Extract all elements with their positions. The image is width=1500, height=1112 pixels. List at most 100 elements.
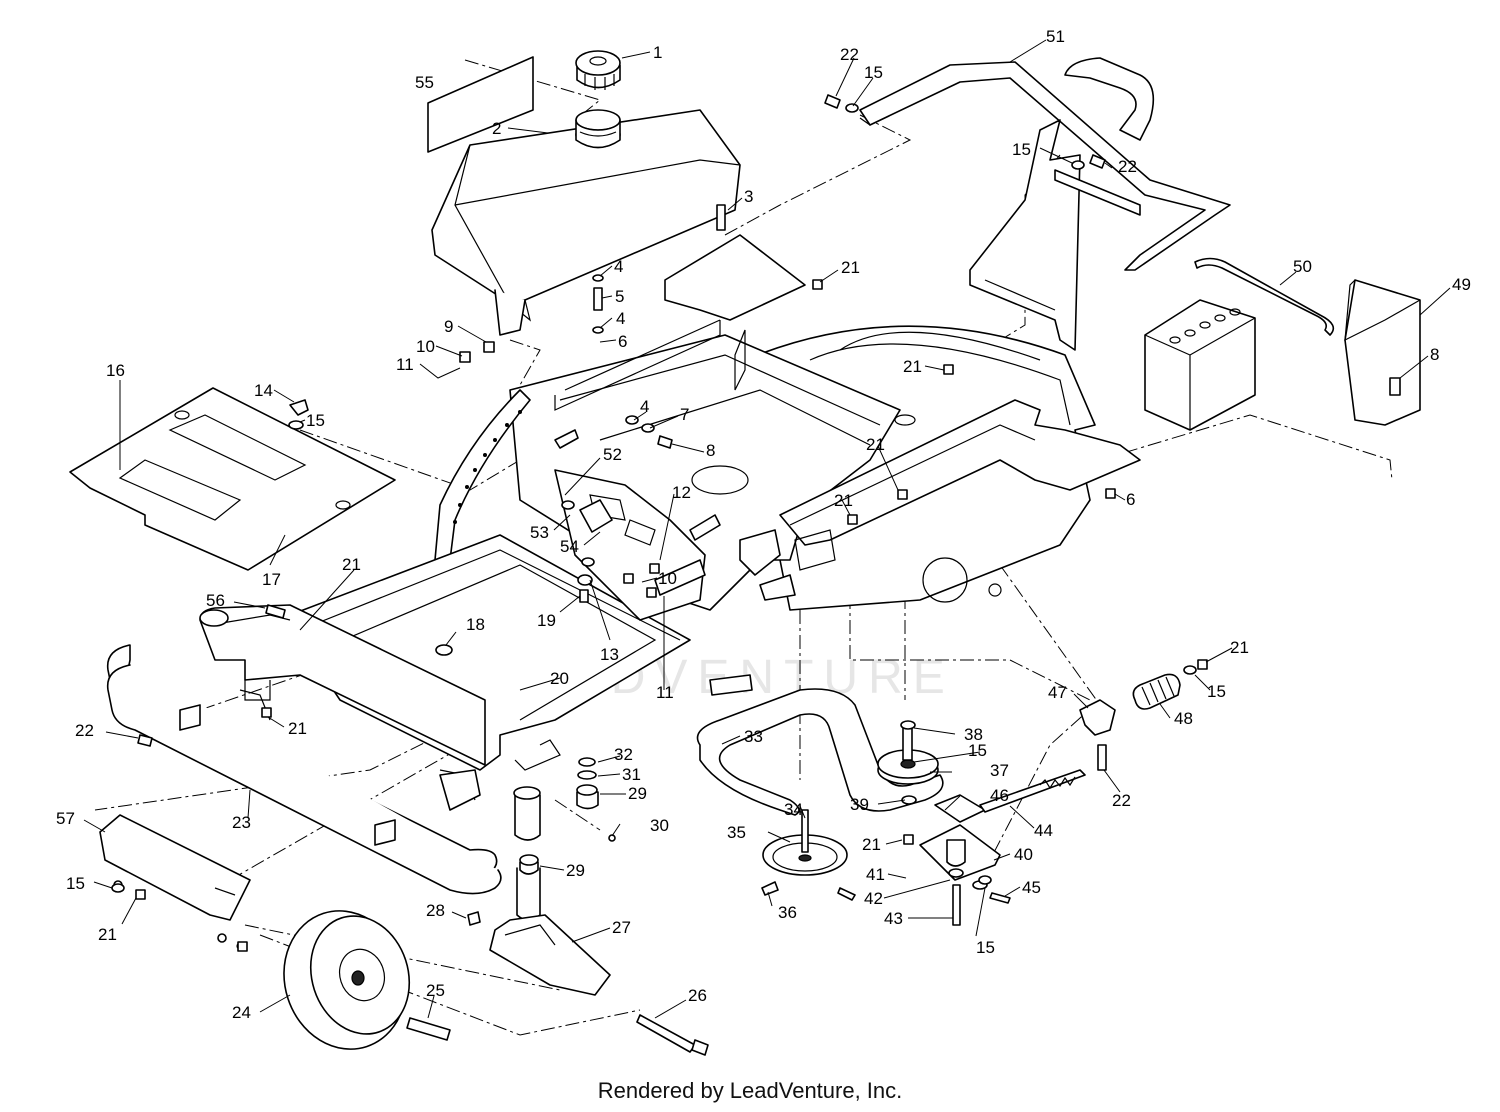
callout-6b: 6: [1126, 490, 1135, 509]
callout-23: 23: [232, 813, 251, 832]
callout-51: 51: [1046, 27, 1065, 46]
callout-24: 24: [232, 1003, 251, 1022]
callout-56: 56: [206, 591, 225, 610]
callout-57: 57: [56, 809, 75, 828]
seat-frame: [859, 57, 1231, 351]
spring-bracket: [1079, 699, 1116, 736]
callout-44: 44: [1034, 821, 1053, 840]
callout-9: 9: [444, 317, 453, 336]
callout-14: 14: [254, 381, 273, 400]
callout-34: 34: [784, 800, 803, 819]
leader-lines: [83, 39, 1451, 1019]
callout-39: 39: [850, 795, 869, 814]
callouts: 1 2 3 4 4 4 5 6 6 7 8 8 9 10 10 11 11 12…: [56, 27, 1471, 1022]
front-wheel: [283, 910, 411, 1050]
callout-5: 5: [615, 287, 624, 306]
fuel-tank: [431, 109, 741, 336]
callout-4c: 4: [640, 397, 649, 416]
callout-21i: 21: [98, 925, 117, 944]
callout-43: 43: [884, 909, 903, 928]
front-axle-frame: [199, 604, 486, 766]
axle-spacer: [406, 1017, 451, 1041]
callout-4b: 4: [616, 309, 625, 328]
callout-40: 40: [1014, 845, 1033, 864]
callout-33: 33: [744, 727, 763, 746]
callout-21g: 21: [1230, 638, 1249, 657]
callout-22b: 22: [1118, 157, 1137, 176]
battery: [1144, 299, 1256, 431]
callout-15c: 15: [306, 411, 325, 430]
spring: [1132, 673, 1181, 710]
callout-38: 38: [964, 725, 983, 744]
callout-30: 30: [650, 816, 669, 835]
callout-21f: 21: [288, 719, 307, 738]
idler-pulley: [877, 720, 939, 785]
fuel-cap: [575, 50, 621, 90]
callout-3: 3: [744, 187, 753, 206]
callout-15f: 15: [66, 874, 85, 893]
callout-48: 48: [1174, 709, 1193, 728]
callout-21d: 21: [834, 491, 853, 510]
lock-nut: [467, 911, 481, 926]
callout-21a: 21: [841, 258, 860, 277]
callout-15a: 15: [864, 63, 883, 82]
callout-8a: 8: [1430, 345, 1439, 364]
callout-11b: 11: [656, 683, 674, 702]
callout-1: 1: [653, 43, 662, 62]
callout-17: 17: [262, 570, 281, 589]
callout-21e: 21: [342, 555, 361, 574]
callout-22d: 22: [1112, 791, 1131, 810]
callout-53: 53: [530, 523, 549, 542]
deck-pulley: [762, 809, 848, 876]
callout-29b: 29: [566, 861, 585, 880]
front-shield: [99, 814, 251, 950]
callout-20: 20: [550, 669, 569, 688]
callout-7: 7: [680, 405, 689, 424]
caster-spindle: [489, 786, 611, 996]
callout-2: 2: [492, 119, 501, 138]
callout-18: 18: [466, 615, 485, 634]
hardware: [111, 94, 1401, 952]
battery-strap: [1194, 257, 1335, 336]
callout-42: 42: [864, 889, 883, 908]
callout-45: 45: [1022, 878, 1041, 897]
footer-credit: Rendered by LeadVenture, Inc.: [597, 1078, 903, 1103]
callout-36: 36: [778, 903, 797, 922]
callout-54: 54: [560, 537, 579, 556]
decal: [427, 56, 534, 153]
callout-29a: 29: [628, 784, 647, 803]
callout-41: 41: [866, 865, 885, 884]
callout-15g: 15: [976, 938, 995, 957]
axle-bolt: [636, 1014, 709, 1056]
callout-22c: 22: [75, 721, 94, 740]
callout-50: 50: [1293, 257, 1312, 276]
callout-21c: 21: [866, 435, 885, 454]
callout-4a: 4: [614, 257, 623, 276]
callout-10a: 10: [416, 337, 435, 356]
callout-26: 26: [688, 986, 707, 1005]
callout-49: 49: [1452, 275, 1471, 294]
tension-rod: [979, 769, 1086, 813]
floor-pan: [69, 387, 396, 571]
front-bumper: [106, 644, 502, 895]
callout-6a: 6: [618, 332, 627, 351]
callout-37: 37: [990, 761, 1009, 780]
callout-12: 12: [672, 483, 691, 502]
drive-belt: [696, 688, 944, 816]
callout-15b: 15: [1012, 140, 1031, 159]
callout-52: 52: [603, 445, 622, 464]
callout-47: 47: [1048, 683, 1067, 702]
callout-25: 25: [426, 981, 445, 1000]
callout-46: 46: [990, 786, 1009, 805]
callout-31: 31: [622, 765, 641, 784]
callout-21h: 21: [862, 835, 881, 854]
idler-arm: [919, 794, 1001, 926]
callout-16: 16: [106, 361, 125, 380]
callout-15e: 15: [968, 741, 987, 760]
callout-10b: 10: [658, 569, 677, 588]
callout-11a: 11: [396, 355, 414, 374]
callout-32: 32: [614, 745, 633, 764]
callout-28: 28: [426, 901, 445, 920]
callout-21b: 21: [903, 357, 922, 376]
